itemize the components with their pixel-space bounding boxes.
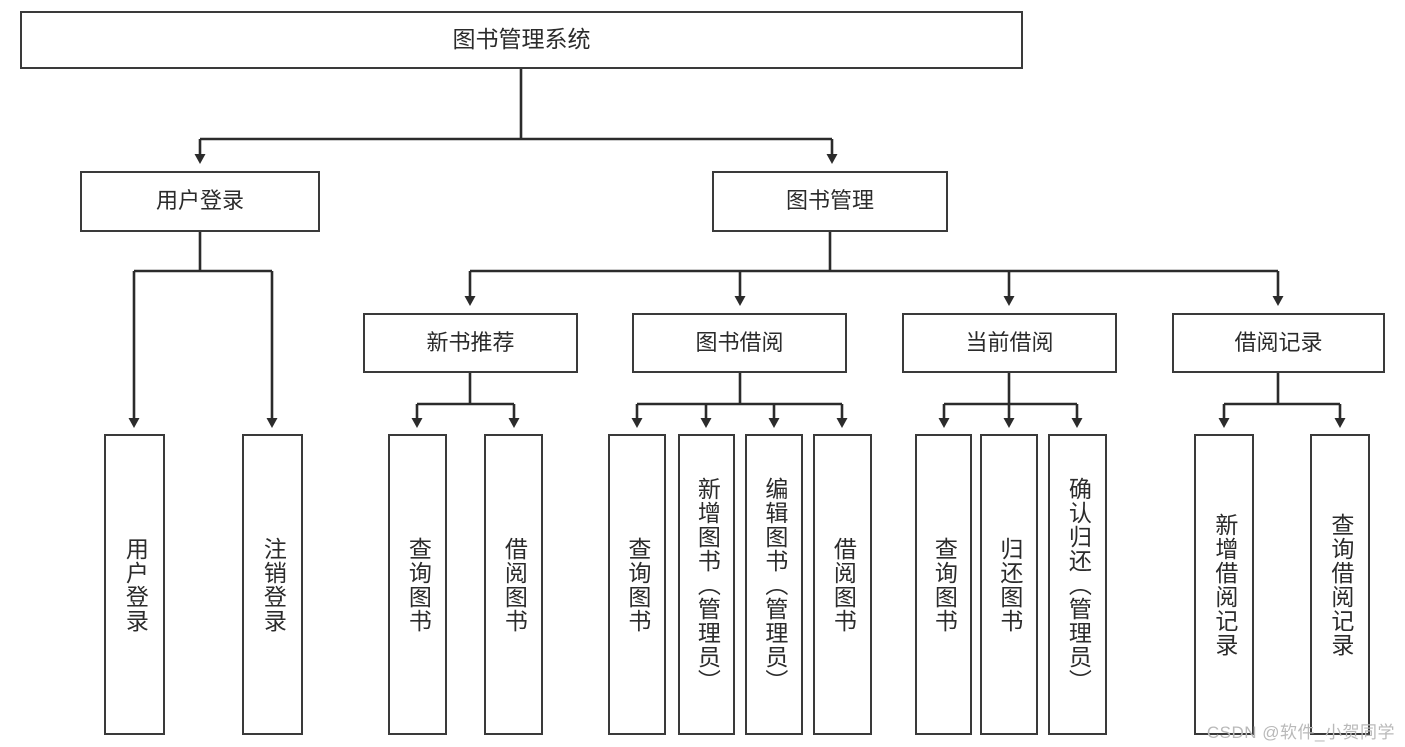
- watermark-text: CSDN @软件_小贺同学: [1206, 723, 1395, 742]
- node-label: 确认归还（管理员）: [1065, 476, 1092, 693]
- node-label: 当前借阅: [965, 329, 1054, 355]
- node-label: 图书管理: [785, 188, 874, 214]
- leaf-book-borrow-borrow-books[interactable]: 借阅图书: [813, 434, 872, 735]
- node-label: 编辑图书（管理员）: [761, 476, 788, 693]
- leaf-borrow-record-query-record[interactable]: 查询借阅记录: [1310, 434, 1370, 735]
- leaf-new-book-query-books[interactable]: 查询图书: [388, 434, 447, 735]
- node-book-management[interactable]: 图书管理: [712, 171, 948, 232]
- node-label: 用户登录: [122, 536, 149, 633]
- node-label: 查询图书: [405, 536, 432, 633]
- leaf-book-borrow-edit-book-admin[interactable]: 编辑图书（管理员）: [745, 434, 803, 735]
- node-label: 归还图书: [996, 536, 1023, 633]
- node-label: 查询图书: [931, 536, 958, 633]
- node-label: 借阅图书: [830, 536, 857, 633]
- node-current-borrow[interactable]: 当前借阅: [902, 313, 1117, 373]
- node-borrow-record[interactable]: 借阅记录: [1172, 313, 1385, 373]
- leaf-current-borrow-return-books[interactable]: 归还图书: [980, 434, 1038, 735]
- leaf-current-borrow-query-books[interactable]: 查询图书: [915, 434, 972, 735]
- node-label: 借阅记录: [1234, 329, 1323, 355]
- node-user-login[interactable]: 用户登录: [80, 171, 320, 232]
- node-label: 图书管理系统: [452, 26, 591, 53]
- leaf-borrow-record-add-record[interactable]: 新增借阅记录: [1194, 434, 1254, 735]
- node-label: 图书借阅: [695, 329, 784, 355]
- node-label: 用户登录: [155, 188, 244, 214]
- node-label: 新增图书（管理员）: [694, 476, 721, 693]
- node-label: 查询借阅记录: [1327, 512, 1354, 657]
- node-label: 新书推荐: [426, 329, 515, 355]
- leaf-user-login-login[interactable]: 用户登录: [104, 434, 165, 735]
- node-book-borrow[interactable]: 图书借阅: [632, 313, 847, 373]
- leaf-book-borrow-query-books[interactable]: 查询图书: [608, 434, 666, 735]
- leaf-current-borrow-confirm-return-admin[interactable]: 确认归还（管理员）: [1048, 434, 1107, 735]
- node-new-book-recommend[interactable]: 新书推荐: [363, 313, 578, 373]
- node-root-book-management-system[interactable]: 图书管理系统: [20, 11, 1023, 69]
- node-label: 借阅图书: [501, 536, 528, 633]
- leaf-new-book-borrow-books[interactable]: 借阅图书: [484, 434, 543, 735]
- leaf-user-login-logout[interactable]: 注销登录: [242, 434, 303, 735]
- leaf-book-borrow-add-book-admin[interactable]: 新增图书（管理员）: [678, 434, 735, 735]
- node-label: 查询图书: [624, 536, 651, 633]
- node-label: 注销登录: [260, 536, 287, 633]
- node-label: 新增借阅记录: [1211, 512, 1238, 657]
